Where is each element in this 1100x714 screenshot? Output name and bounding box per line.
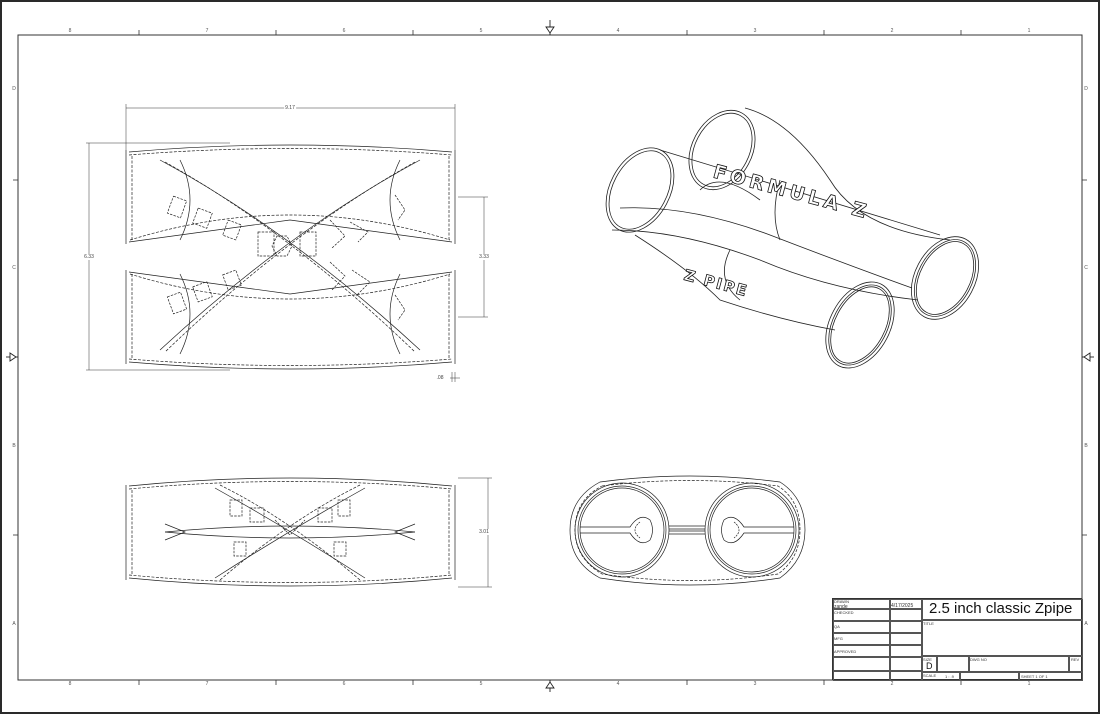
zone-label-left-a: A — [12, 621, 16, 627]
zone-label-bottom-4: 4 — [616, 681, 620, 687]
zone-label-top-4: 4 — [616, 28, 620, 34]
zone-label-right-d: D — [1084, 86, 1088, 92]
end-view — [569, 475, 806, 586]
tb-sheet-text: SHEET 1 OF 1 — [1021, 674, 1048, 679]
tb-scale-label: SCALE — [923, 673, 937, 678]
zone-label-top-5: 5 — [479, 28, 483, 34]
tb-sheet-cell — [1019, 672, 1083, 681]
zone-label-left-d: D — [12, 86, 16, 92]
zone-label-bottom-2: 2 — [890, 681, 894, 687]
zone-label-top-1: 1 — [1027, 28, 1031, 34]
zone-label-bottom-3: 3 — [753, 681, 757, 687]
zone-label-right-b: B — [1084, 443, 1088, 449]
zone-label-bottom-6: 6 — [342, 681, 346, 687]
tb-dwg-no-label: DWG NO — [970, 657, 987, 662]
tb-title-cell — [922, 599, 1083, 620]
front-view — [86, 104, 488, 382]
zone-label-right-a: A — [1084, 621, 1088, 627]
tb-title-label-cell — [922, 620, 1083, 656]
zone-label-top-7: 7 — [205, 28, 209, 34]
tb-size-cell — [922, 656, 937, 672]
dim-spacing-front: 3.33 — [478, 254, 490, 260]
centering-marks — [6, 20, 1094, 692]
tb-size-value: D — [926, 661, 933, 671]
dim-height-top: 3.01 — [478, 529, 490, 535]
tb-drawn-by: zande — [834, 604, 848, 610]
dim-width-front: 9.17 — [284, 105, 296, 111]
tb-drawn-date: 4/17/2025 — [891, 603, 914, 609]
tb-approved-label: APPROVED — [834, 649, 857, 654]
tb-scale-value: 1 : .9 — [945, 674, 954, 679]
zone-label-bottom-1: 1 — [1027, 681, 1031, 687]
zone-label-bottom-5: 5 — [479, 681, 483, 687]
zone-label-right-c: C — [1084, 265, 1088, 271]
zone-label-top-8: 8 — [68, 28, 72, 34]
tb-checked-label: CHECKED — [834, 610, 854, 615]
zone-label-bottom-7: 7 — [205, 681, 209, 687]
tb-drawn-label: DRAWN — [834, 599, 849, 604]
inner-frame — [17, 34, 1083, 681]
tb-title-label: TITLE — [923, 621, 934, 626]
tb-rev-label: REV — [1071, 657, 1080, 662]
zone-ticks — [13, 30, 1087, 685]
dim-flange-front: .08 — [435, 375, 445, 381]
zone-label-left-b: B — [12, 443, 16, 449]
tb-rev-cell — [1069, 656, 1083, 672]
zone-label-left-c: C — [12, 265, 16, 271]
tb-mfg-label: MFG — [834, 636, 843, 641]
iso-label-formula-z: FORMULA Z — [711, 161, 873, 224]
iso-label-z-pipe: Z PIPE — [682, 266, 750, 300]
tb-size-label: SIZE — [923, 657, 932, 662]
zone-label-top-2: 2 — [890, 28, 894, 34]
tb-title: 2.5 inch classic Zpipe — [929, 600, 1073, 617]
tb-dwg-no-cell — [969, 656, 1069, 672]
zone-label-top-3: 3 — [753, 28, 757, 34]
tb-scale-cell — [922, 672, 960, 681]
tb-drawn-date-cell — [890, 599, 922, 609]
tb-drawn-cell — [833, 599, 890, 609]
zone-label-bottom-8: 8 — [68, 681, 72, 687]
isometric-view — [605, 107, 979, 369]
dim-height-front: 6.33 — [83, 254, 95, 260]
zone-label-top-6: 6 — [342, 28, 346, 34]
top-view — [125, 477, 492, 588]
title-block: DRAWN zande 4/17/2025 CHECKED QA MFG APP… — [832, 598, 1083, 681]
tb-qa-label: QA — [834, 624, 840, 629]
